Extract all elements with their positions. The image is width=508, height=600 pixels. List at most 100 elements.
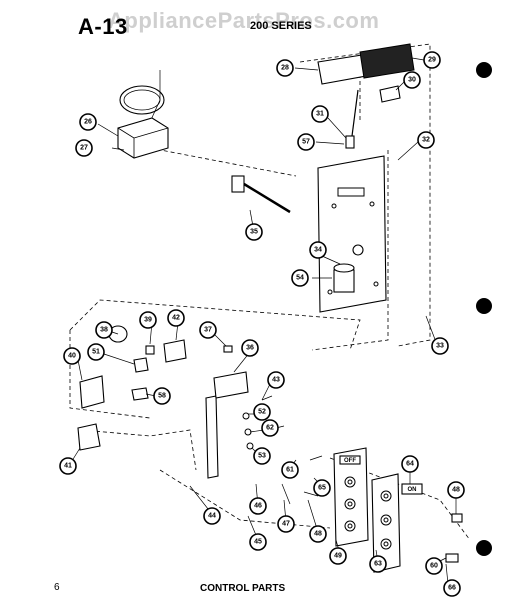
svg-text:53: 53 — [258, 453, 266, 460]
plate-b-label: ON — [408, 487, 417, 493]
switch-box — [79, 375, 105, 409]
upper-guide-line-b — [311, 150, 389, 351]
small-clip-bracket — [379, 85, 401, 103]
svg-text:26: 26 — [84, 119, 92, 126]
callout-28: 28 — [276, 59, 294, 77]
svg-text:49: 49 — [334, 553, 342, 560]
callout-35: 35 — [245, 223, 263, 241]
svg-text:39: 39 — [144, 317, 152, 324]
solenoid-body — [333, 269, 355, 293]
plate-a-label: OFF — [344, 458, 356, 464]
watermark: AppliancePartsPros.com — [108, 8, 380, 33]
callout-47: 47 — [277, 515, 295, 533]
svg-text:28: 28 — [281, 65, 289, 72]
callout-33: 33 — [431, 337, 449, 355]
callout-51: 51 — [87, 343, 105, 361]
svg-text:60: 60 — [430, 563, 438, 570]
svg-text:45: 45 — [254, 539, 262, 546]
svg-text:38: 38 — [100, 327, 108, 334]
relay-part — [163, 339, 187, 363]
solenoid-cap — [352, 244, 364, 256]
callout-41: 41 — [59, 457, 77, 475]
svg-text:37: 37 — [204, 327, 212, 334]
svg-text:33: 33 — [436, 343, 444, 350]
base-knob-part — [445, 553, 459, 563]
callout-34: 34 — [309, 241, 327, 259]
callout-56: 48 — [447, 481, 465, 499]
svg-text:51: 51 — [92, 349, 100, 356]
svg-text:27: 27 — [80, 145, 88, 152]
svg-text:65: 65 — [318, 485, 326, 492]
callout-27: 27 — [75, 139, 93, 157]
callout-52: 52 — [253, 403, 271, 421]
callout-43: 43 — [267, 371, 285, 389]
footer-title: CONTROL PARTS — [200, 583, 286, 594]
callout-37: 37 — [199, 321, 217, 339]
page-number: 6 — [54, 582, 60, 593]
capillary-coil — [119, 85, 165, 115]
svg-text:48: 48 — [452, 487, 460, 494]
svg-text:58: 58 — [158, 393, 166, 400]
bracket-clip — [345, 135, 355, 149]
callout-54: 54 — [291, 269, 309, 287]
svg-text:30: 30 — [408, 77, 416, 84]
callout-29: 29 — [423, 51, 441, 69]
callout-30: 30 — [403, 71, 421, 89]
callout-64: 64 — [401, 455, 419, 473]
callout-62: 62 — [261, 419, 279, 437]
callout-63: 63 — [369, 555, 387, 573]
callout-45: 45 — [249, 533, 267, 551]
binder-hole-bottom — [476, 540, 492, 556]
callout-38: 38 — [95, 321, 113, 339]
svg-text:57: 57 — [302, 139, 310, 146]
callout-46: 46 — [249, 497, 267, 515]
lower-wiring-outline — [81, 429, 197, 471]
callout-39: 39 — [139, 311, 157, 329]
svg-text:47: 47 — [282, 521, 290, 528]
small-switch — [133, 357, 149, 373]
vertical-rail — [205, 395, 219, 479]
terminal-block — [77, 423, 101, 451]
svg-text:31: 31 — [316, 111, 324, 118]
lower-assembly-outline — [69, 299, 361, 351]
svg-text:32: 32 — [422, 137, 430, 144]
capillary-tube — [149, 70, 161, 123]
callout-44: 44 — [203, 507, 221, 525]
callout-61: 61 — [281, 461, 299, 479]
page-code: A-13 — [78, 14, 128, 39]
thermostat-guide-line — [149, 147, 297, 177]
svg-text:35: 35 — [250, 229, 258, 236]
svg-text:48: 48 — [314, 531, 322, 538]
callout-32: 32 — [417, 131, 435, 149]
callout-36: 36 — [241, 339, 259, 357]
svg-text:29: 29 — [428, 57, 436, 64]
callout-53: 53 — [253, 447, 271, 465]
top-insulation-pad — [359, 43, 415, 79]
svg-text:52: 52 — [258, 409, 266, 416]
svg-text:62: 62 — [266, 425, 274, 432]
callout-58: 58 — [153, 387, 171, 405]
callout-31: 31 — [311, 105, 329, 123]
binder-hole-top — [476, 62, 492, 78]
callout-57: 57 — [297, 133, 315, 151]
svg-text:41: 41 — [64, 463, 72, 470]
svg-text:63: 63 — [374, 561, 382, 568]
binder-hole-middle — [476, 298, 492, 314]
callout-26: 26 — [79, 113, 97, 131]
heater-block — [231, 175, 245, 193]
rail-housing — [213, 371, 249, 399]
bracket-slot — [337, 187, 365, 197]
plate-b-label-box — [401, 483, 423, 495]
svg-text:54: 54 — [296, 275, 304, 282]
svg-text:61: 61 — [286, 467, 294, 474]
top-cover-plate — [317, 54, 367, 85]
svg-text:40: 40 — [68, 353, 76, 360]
series-label: 200 SERIES — [250, 20, 312, 32]
svg-text:46: 46 — [254, 503, 262, 510]
clip-part — [223, 345, 233, 353]
lower-base-outline — [159, 469, 331, 529]
thermostat-body — [117, 117, 169, 159]
switch-plate-a — [333, 447, 369, 547]
